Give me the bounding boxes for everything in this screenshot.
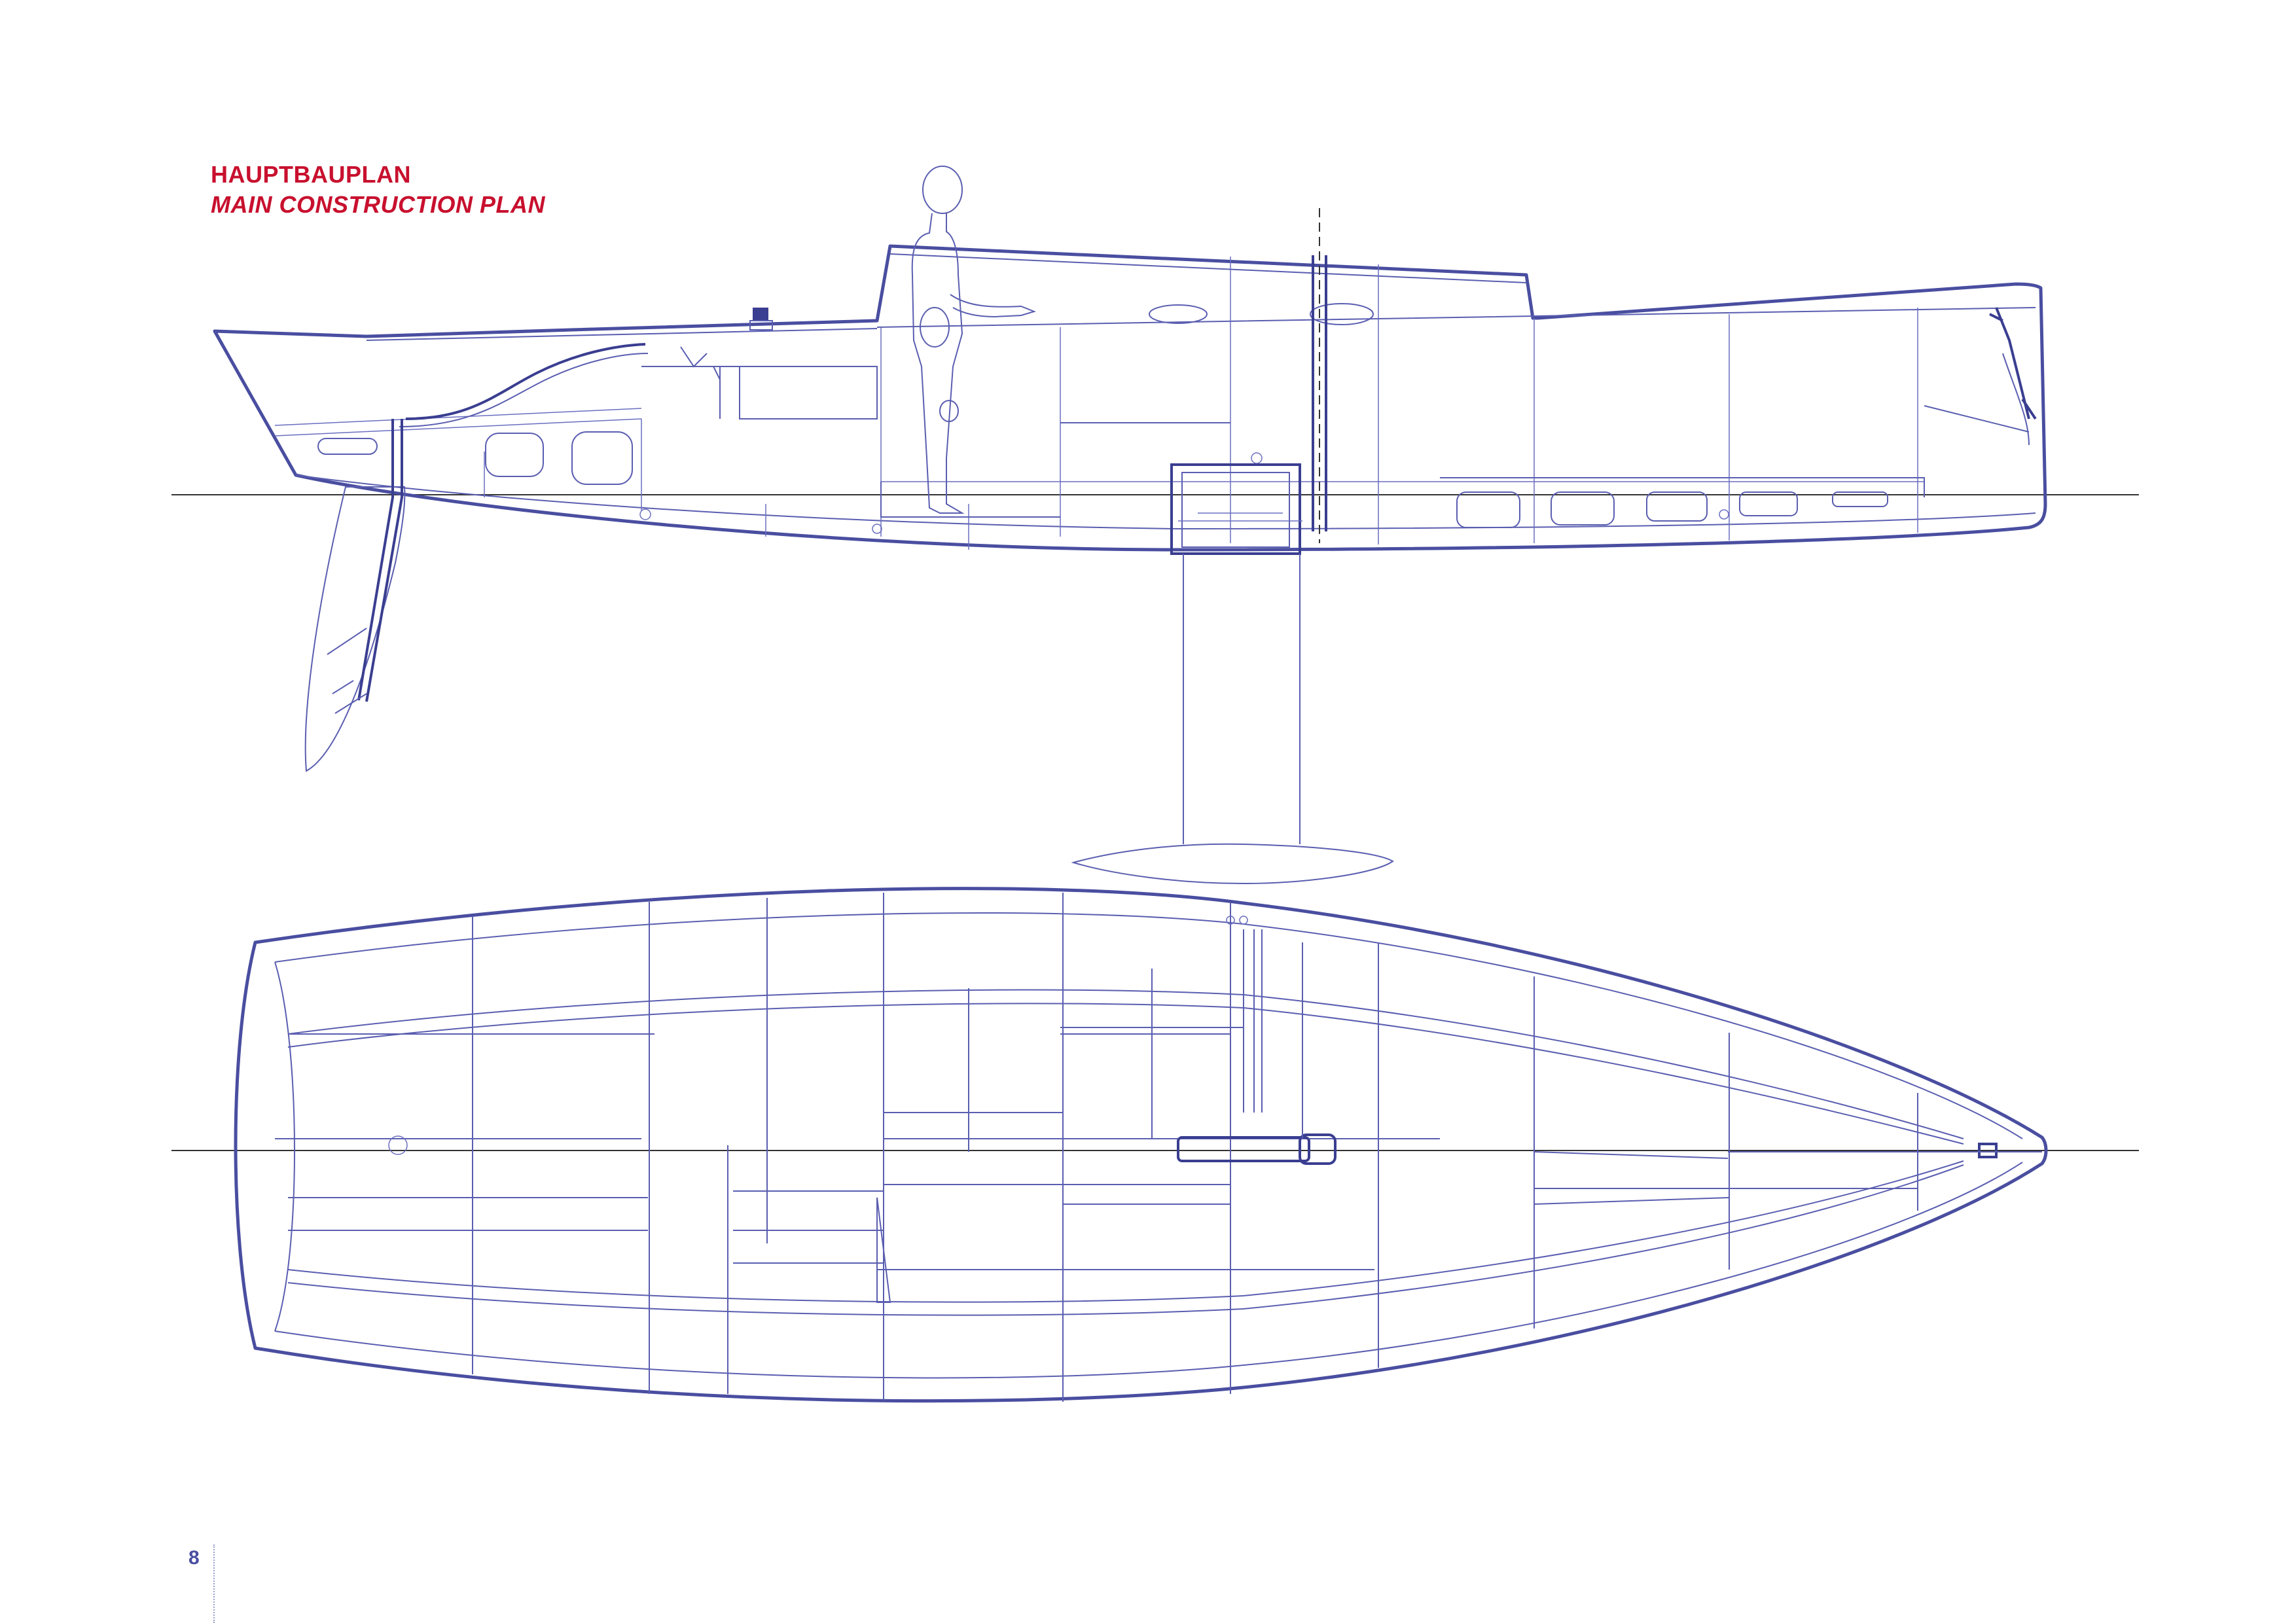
plan-deck-line (274, 912, 2023, 1379)
plan-cabin-top (287, 989, 1964, 1145)
page-number: 8 (188, 1547, 200, 1569)
plan-cockpit-seat (876, 1197, 891, 1303)
cleat-icon (680, 346, 721, 380)
profile-bow-fitting (1989, 307, 2037, 420)
profile-hatch-fwd (1310, 303, 1374, 325)
margin-rule (213, 1544, 215, 1623)
profile-deck-edge (295, 474, 2036, 530)
profile-cabin-top (366, 253, 2036, 341)
profile-rudder-hatches (327, 628, 367, 714)
profile-keel-fin (1183, 554, 1300, 844)
plan-mast-partners (1151, 929, 1303, 1139)
profile-mast (1312, 255, 1327, 531)
plan-view-from-above (171, 887, 2139, 1403)
plan-keel-box (1177, 1136, 1310, 1162)
plan-fitting-aft (388, 1135, 408, 1155)
plan-hull-outline (234, 887, 2048, 1403)
side-profile-view (171, 166, 2139, 844)
plan-transom (274, 961, 295, 1332)
profile-floor-line (274, 408, 1924, 482)
keel-section-foil (1071, 843, 1394, 885)
profile-keel-box (1170, 463, 1301, 555)
plan-interior-longitudinals (275, 1033, 1918, 1270)
profile-frames (484, 257, 1918, 550)
winch-icon (749, 308, 773, 330)
profile-tiller-outline (399, 353, 649, 427)
plan-bulkheads (472, 893, 1918, 1402)
profile-bunks (880, 422, 1925, 518)
plan-title-english: MAIN CONSTRUCTION PLAN (211, 191, 545, 218)
profile-rudder-stock (357, 419, 403, 702)
profile-rudder (304, 486, 406, 772)
profile-hull-portlights (317, 431, 1888, 528)
profile-cockpit (641, 366, 878, 419)
plan-title-german: HAUPTBAUPLAN (211, 161, 411, 188)
profile-hull-outline (213, 244, 2047, 552)
person-figure (911, 166, 1037, 514)
profile-hatch-aft (1149, 304, 1208, 324)
profile-tiller (405, 343, 646, 420)
plan-bow-fitting (1978, 1143, 1998, 1158)
